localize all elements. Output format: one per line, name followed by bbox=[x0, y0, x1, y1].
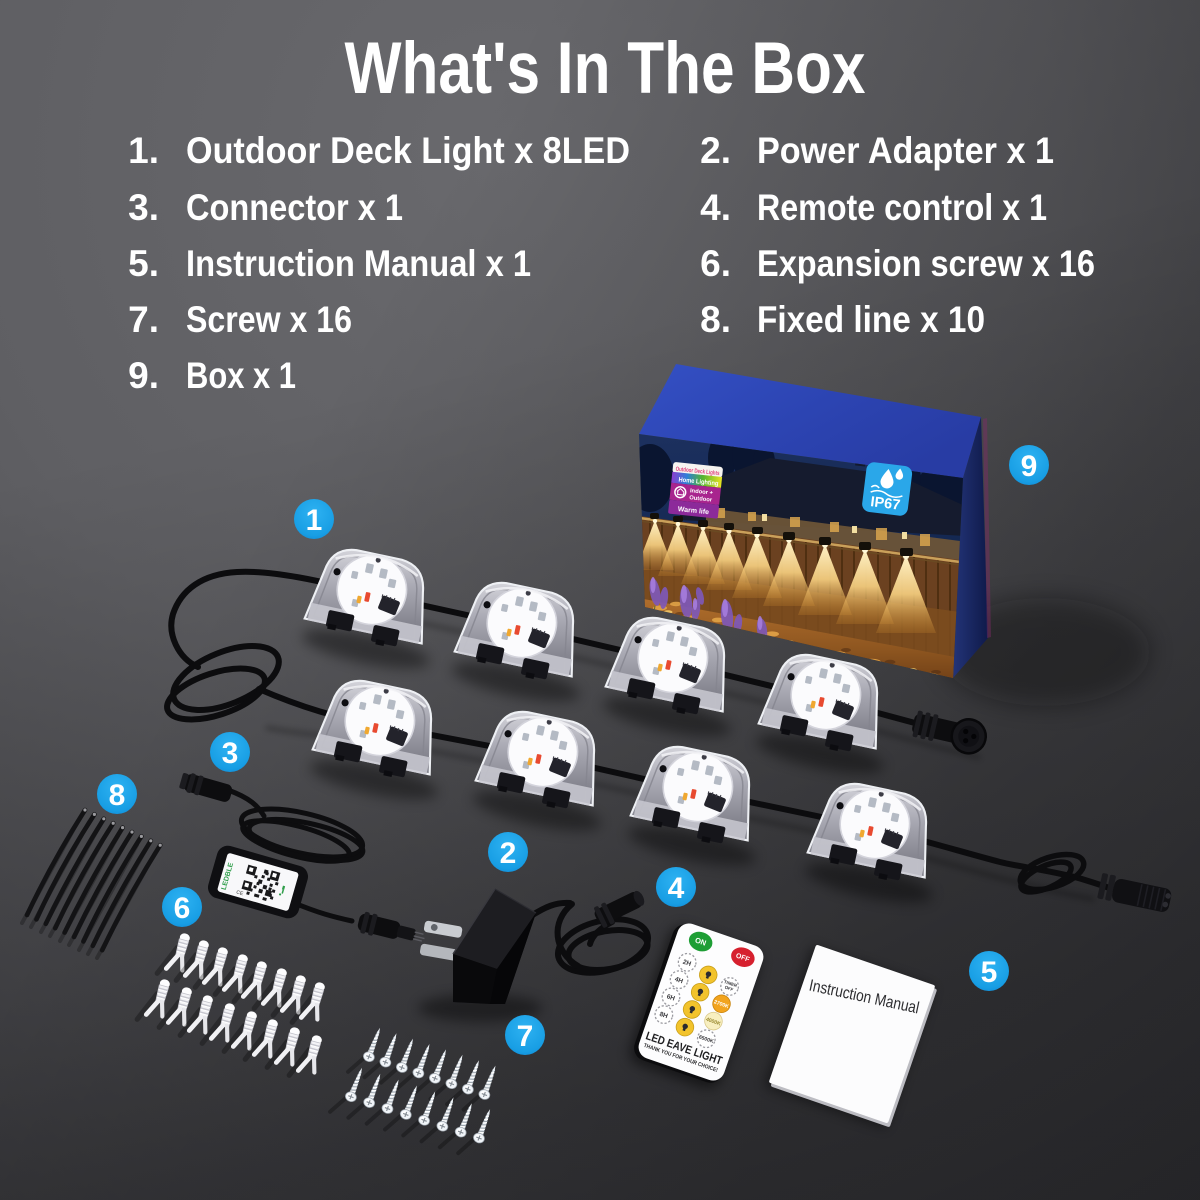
svg-text:2.: 2. bbox=[700, 130, 731, 171]
svg-text:Power Adapter x 1: Power Adapter x 1 bbox=[757, 130, 1054, 171]
svg-text:OFF: OFF bbox=[724, 985, 734, 993]
svg-text:TIMER: TIMER bbox=[723, 979, 738, 988]
svg-text:6H: 6H bbox=[666, 993, 676, 1002]
svg-text:6: 6 bbox=[174, 892, 191, 925]
svg-text:ON: ON bbox=[694, 936, 708, 948]
svg-text:3: 3 bbox=[222, 737, 239, 770]
svg-text:4: 4 bbox=[668, 872, 685, 905]
svg-text:4000K: 4000K bbox=[705, 1017, 722, 1028]
svg-text:Fixed line x 10: Fixed line x 10 bbox=[757, 299, 985, 340]
svg-text:OFF: OFF bbox=[735, 953, 751, 964]
svg-text:8.: 8. bbox=[700, 299, 731, 340]
svg-text:2700K: 2700K bbox=[713, 999, 730, 1010]
svg-text:7.: 7. bbox=[128, 299, 159, 340]
svg-text:7: 7 bbox=[517, 1020, 534, 1053]
svg-text:Home Lighting: Home Lighting bbox=[678, 476, 719, 487]
svg-text:9: 9 bbox=[1021, 450, 1038, 483]
svg-text:Instruction Manual x 1: Instruction Manual x 1 bbox=[186, 243, 531, 284]
svg-text:9.: 9. bbox=[128, 355, 159, 396]
svg-text:8: 8 bbox=[109, 779, 126, 812]
svg-text:Outdoor Deck Lights: Outdoor Deck Lights bbox=[675, 467, 720, 478]
svg-text:2: 2 bbox=[500, 837, 517, 870]
svg-text:Connector x 1: Connector x 1 bbox=[186, 187, 403, 228]
svg-text:2H: 2H bbox=[682, 959, 692, 968]
svg-text:8H: 8H bbox=[658, 1011, 668, 1020]
svg-text:1.: 1. bbox=[128, 130, 159, 171]
svg-text:Box x 1: Box x 1 bbox=[186, 355, 296, 396]
svg-text:3.: 3. bbox=[128, 187, 159, 228]
svg-text:IP67: IP67 bbox=[870, 494, 902, 514]
svg-text:4.: 4. bbox=[700, 187, 731, 228]
svg-text:●▂▃: ●▂▃ bbox=[277, 885, 286, 897]
svg-text:Outdoor Deck Light x 8LED: Outdoor Deck Light x 8LED bbox=[186, 130, 630, 171]
svg-text:6500K: 6500K bbox=[698, 1034, 715, 1045]
svg-text:Screw x 16: Screw x 16 bbox=[186, 299, 352, 340]
svg-text:5.: 5. bbox=[128, 243, 159, 284]
svg-text:Remote control x 1: Remote control x 1 bbox=[757, 187, 1047, 228]
svg-text:Indoor +: Indoor + bbox=[690, 488, 714, 496]
svg-text:What's In The Box: What's In The Box bbox=[345, 28, 866, 109]
svg-text:5: 5 bbox=[981, 956, 998, 989]
svg-text:4H: 4H bbox=[674, 976, 684, 985]
svg-text:Expansion screw x 16: Expansion screw x 16 bbox=[757, 243, 1095, 284]
svg-text:6.: 6. bbox=[700, 243, 731, 284]
svg-text:CE: CE bbox=[235, 890, 244, 898]
svg-text:1: 1 bbox=[306, 504, 323, 537]
svg-text:Warm life: Warm life bbox=[677, 506, 709, 516]
svg-text:Outdoor: Outdoor bbox=[689, 495, 713, 503]
